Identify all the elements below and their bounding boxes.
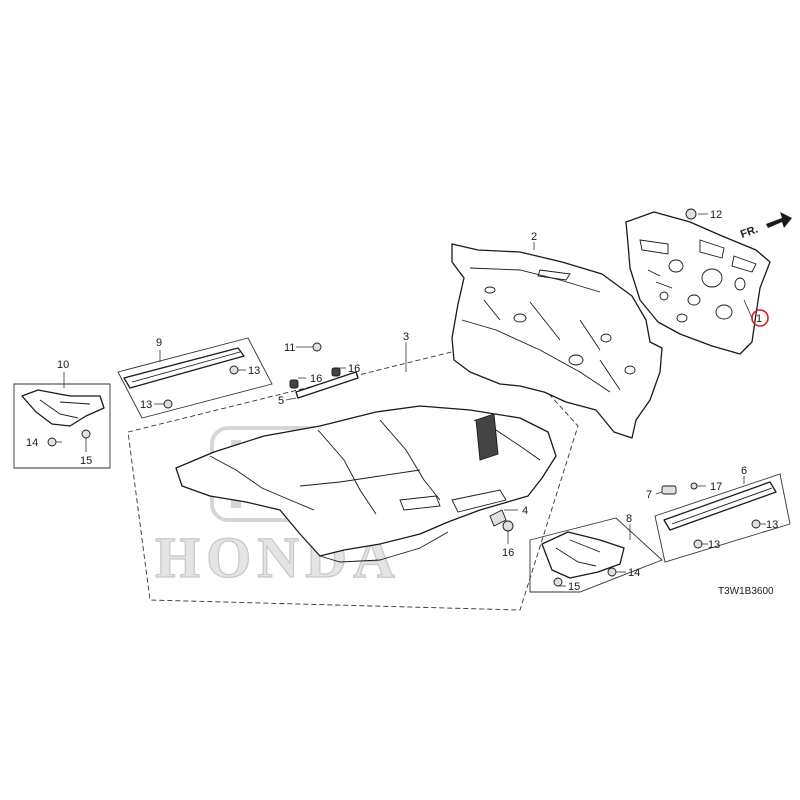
callout-15-a[interactable]: 15 (80, 455, 92, 467)
leader-lines (56, 213, 766, 587)
callout-14-a[interactable]: 14 (26, 437, 38, 449)
callout-14-b[interactable]: 14 (628, 567, 640, 579)
part-5-rail (289, 367, 359, 399)
front-arrow-icon (766, 212, 792, 228)
callout-16-a[interactable]: 16 (310, 373, 322, 385)
callout-3[interactable]: 3 (403, 331, 409, 343)
part-8-right-trim (541, 531, 625, 579)
diagram-code: T3W1B3600 (718, 586, 774, 597)
callout-13-b[interactable]: 13 (140, 399, 152, 411)
part-9-sill-trim (123, 347, 245, 389)
callout-12[interactable]: 12 (710, 209, 722, 221)
frame-part-3 (127, 339, 579, 611)
front-direction-label: FR. (739, 223, 760, 240)
callout-13-d[interactable]: 13 (766, 519, 778, 531)
callout-6[interactable]: 6 (741, 465, 747, 477)
callout-16-c[interactable]: 16 (502, 547, 514, 559)
part-1-dashboard-insulator-outer (625, 211, 771, 355)
callout-8[interactable]: 8 (626, 513, 632, 525)
callout-13-a[interactable]: 13 (248, 365, 260, 377)
callout-7[interactable]: 7 (646, 489, 652, 501)
callout-4[interactable]: 4 (522, 505, 528, 517)
part-6-right-sill-trim (663, 481, 777, 531)
callout-15-b[interactable]: 15 (568, 581, 580, 593)
part-3-floor-carpet (175, 405, 557, 563)
part-2-dashboard-insulator (451, 243, 663, 439)
callout-1[interactable]: 1 (756, 313, 762, 325)
frame-part-9 (117, 337, 273, 419)
frame-part-10 (13, 383, 111, 469)
frame-part-8 (529, 517, 663, 593)
callout-11[interactable]: 11 (284, 342, 295, 354)
callout-17[interactable]: 17 (710, 481, 722, 493)
fasteners (47, 208, 761, 587)
callout-13-c[interactable]: 13 (708, 539, 720, 551)
callout-16-b[interactable]: 16 (348, 363, 360, 375)
highlight-circle (751, 309, 769, 327)
front-direction-indicator: FR. (739, 212, 792, 241)
part-10-left-trim (21, 389, 105, 427)
callout-9[interactable]: 9 (156, 337, 162, 349)
frame-part-6 (654, 473, 791, 563)
callout-5[interactable]: 5 (278, 395, 284, 407)
callout-2[interactable]: 2 (531, 231, 537, 243)
callout-10[interactable]: 10 (57, 359, 69, 371)
